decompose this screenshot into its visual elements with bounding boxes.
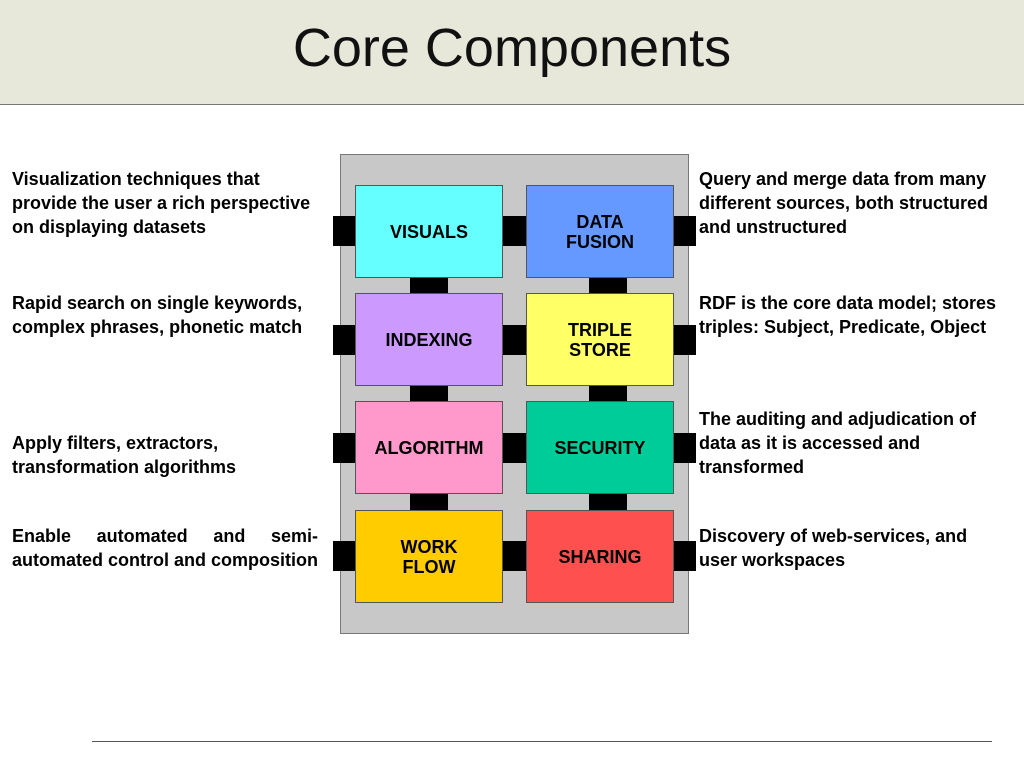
visuals-description: Visualization techniques that provide th… [12,169,311,237]
workflow-label: WORK FLOW [400,536,458,577]
workflow-description: Enable automated and semi-automated cont… [12,526,319,570]
connector-left-row-3 [333,433,355,463]
connector-vertical-right-2 [589,386,627,402]
connector-right-row-4 [674,541,696,571]
connector-vertical-left-3 [410,494,448,510]
security-label: SECURITY [554,437,646,458]
security-box: SECURITY [526,401,674,494]
connector-vertical-left-2 [410,386,448,402]
algorithm-description: Apply filters, extractors, transformatio… [12,433,237,477]
connector-middle-row-1 [503,216,526,246]
connector-right-row-3 [674,433,696,463]
triple-store-description: RDF is the core data model; stores tripl… [699,293,997,337]
visuals-box: VISUALS [355,185,503,278]
indexing-label: INDEXING [385,329,473,350]
sharing-box: SHARING [526,510,674,603]
connector-left-row-1 [333,216,355,246]
data-fusion-label: DATA FUSION [565,211,634,252]
triple-store-label: TRIPLE STORE [567,319,632,360]
data-fusion-box: DATA FUSION [526,185,674,278]
connector-middle-row-2 [503,325,526,355]
indexing-description: Rapid search on single keywords, complex… [12,293,303,337]
visuals-label: VISUALS [389,221,468,242]
connector-vertical-left-1 [410,278,448,294]
connector-left-row-4 [333,541,355,571]
connector-right-row-1 [674,216,696,246]
workflow-box: WORK FLOW [355,510,503,603]
connector-middle-row-4 [503,541,526,571]
security-description: The auditing and adjudication of data as… [699,409,976,477]
title-bar: Core Components [0,0,1024,105]
sharing-label: SHARING [558,546,642,567]
indexing-box: INDEXING [355,293,503,386]
connector-vertical-right-1 [589,278,627,294]
page-title: Core Components [292,18,732,78]
algorithm-label: ALGORITHM [374,437,484,458]
algorithm-box: ALGORITHM [355,401,503,494]
triple-store-box: TRIPLE STORE [526,293,674,386]
connector-vertical-right-3 [589,494,627,510]
footer-divider [92,741,992,742]
sharing-description: Discovery of web-services, and user work… [699,526,968,570]
connector-middle-row-3 [503,433,526,463]
connector-left-row-2 [333,325,355,355]
connector-right-row-2 [674,325,696,355]
data-fusion-description: Query and merge data from many different… [699,169,989,237]
